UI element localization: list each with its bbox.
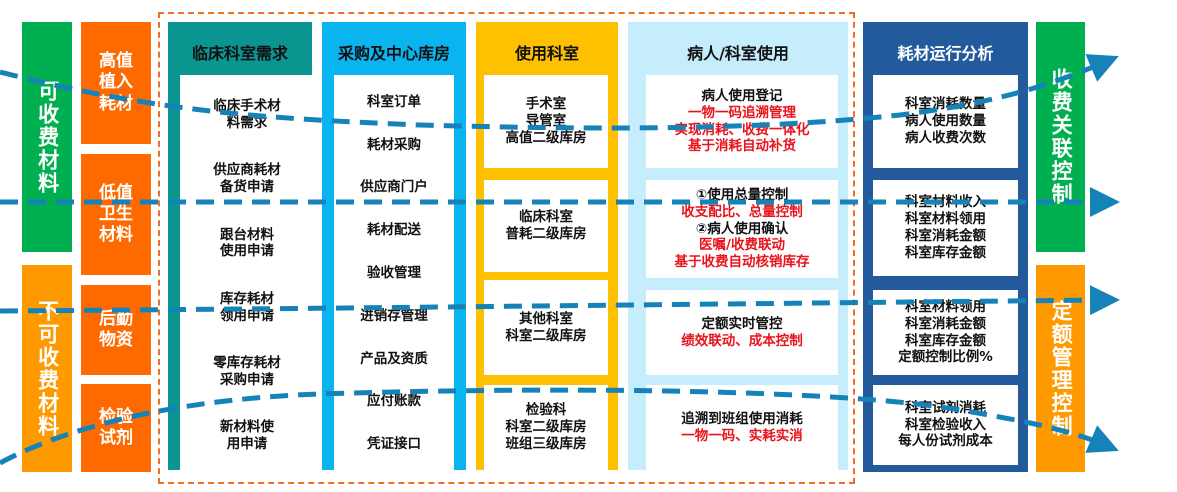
core-dashed-frame xyxy=(158,12,855,484)
box-line: 追溯到班组使用消耗 xyxy=(681,410,803,427)
box-line: 收支配比、总量控制 xyxy=(681,203,803,220)
column-title: 临床科室需求 xyxy=(191,44,288,63)
box-line: 定额实时管控 xyxy=(701,315,783,332)
list-item: 产品及资质 xyxy=(360,350,428,367)
category-low-value: 低值卫生材料 xyxy=(81,154,151,275)
box-line: ①使用总量控制 xyxy=(695,186,789,203)
column-patient: 病人/科室使用 病人使用登记一物一码追溯管理实现消耗、收费一体化基于消耗自动补货… xyxy=(628,22,848,470)
column-title: 采购及中心库房 xyxy=(337,44,450,63)
column-title: 病人/科室使用 xyxy=(687,44,789,63)
box-line: 科室库存金额 xyxy=(905,332,986,349)
list-item: 跟台材料使用申请 xyxy=(220,226,274,260)
column-title: 使用科室 xyxy=(514,44,579,63)
list-item: 临床手术材料需求 xyxy=(213,98,281,132)
dept-box: 临床科室普耗二级库房 xyxy=(484,180,608,272)
list-item: 供应商耗材备货申请 xyxy=(213,162,281,196)
list-item: 应付账款 xyxy=(367,393,421,410)
category-high-value: 高值植入耗材 xyxy=(81,22,151,144)
box-line: 检验科 xyxy=(525,402,567,419)
box-line: 科室消耗数量 xyxy=(905,96,986,113)
box-line: 科室材料收入 xyxy=(905,194,986,211)
box-line: 科室消耗金额 xyxy=(905,228,986,244)
column-title: 耗材运行分析 xyxy=(897,44,994,63)
patient-box: 病人使用登记一物一码追溯管理实现消耗、收费一体化基于消耗自动补货 xyxy=(646,75,838,168)
box-line: 科室材料领用 xyxy=(905,211,986,228)
dept-box: 检验科科室二级库房班组三级库房 xyxy=(484,385,608,470)
flow-line-high-value xyxy=(0,54,1119,131)
box-line: 高值二级库房 xyxy=(505,129,587,146)
dept-box: 其他科室科室二级库房 xyxy=(484,280,608,375)
patient-box: 追溯到班组使用消耗一物一码、实耗实消 xyxy=(646,385,838,470)
group-chargeable: 可收费材料 xyxy=(22,22,72,252)
list-item: 零库存耗材采购申请 xyxy=(213,354,281,388)
analysis-box: 科室材料收入科室材料领用科室消耗金额科室库存金额 xyxy=(873,180,1018,276)
box-line: 医嘱/收费联动 xyxy=(699,237,785,254)
box-line: 绩效联动、成本控制 xyxy=(681,332,803,349)
box-line: 基于消耗自动补货 xyxy=(688,138,796,155)
list-item: 科室订单 xyxy=(367,93,421,110)
clinical-list: 临床手术材料需求 供应商耗材备货申请 跟台材料使用申请 库存耗材领用申请 零库存… xyxy=(180,75,314,476)
column-using-dept: 使用科室 手术室导管室高值二级库房 临床科室普耗二级库房 其他科室科室二级库房 … xyxy=(476,22,618,470)
column-procurement: 采购及中心库房 科室订单 耗材采购 供应商门户 耗材配送 验收管理 进销存管理 … xyxy=(322,22,466,472)
column-analysis: 耗材运行分析 科室消耗数量病人使用数量病人收费次数 科室材料收入科室材料领用科室… xyxy=(863,22,1028,472)
procurement-list: 科室订单 耗材采购 供应商门户 耗材配送 验收管理 进销存管理 产品及资质 应付… xyxy=(334,75,454,472)
list-item: 耗材采购 xyxy=(367,136,421,153)
flow-line-logistics xyxy=(0,285,1120,316)
box-line: 科室消耗金额 xyxy=(905,315,986,332)
box-line: 定额控制比例% xyxy=(898,349,993,366)
box-line: 病人收费次数 xyxy=(905,129,986,146)
box-line: 病人使用数量 xyxy=(905,113,986,130)
list-item: 验收管理 xyxy=(367,265,421,281)
box-line: 班组三级库房 xyxy=(505,435,587,452)
list-item: 耗材配送 xyxy=(367,222,421,239)
box-line: 手术室 xyxy=(525,96,567,113)
analysis-box: 科室消耗数量病人使用数量病人收费次数 xyxy=(873,75,1018,168)
box-line: 临床科室 xyxy=(519,209,573,226)
box-line: 其他科室 xyxy=(519,310,573,327)
box-line: 科室二级库房 xyxy=(505,419,587,436)
box-line: 普耗二级库房 xyxy=(505,226,587,242)
group-charge-control: 收费关联控制 xyxy=(1036,22,1085,252)
box-line: 每人份试剂成本 xyxy=(898,433,993,450)
list-item: 供应商门户 xyxy=(360,179,428,196)
list-item: 进销存管理 xyxy=(360,307,428,324)
box-line: 一物一码、实耗实消 xyxy=(681,427,803,444)
category-logistics: 后勤物资 xyxy=(81,285,151,375)
box-line: 一物一码追溯管理 xyxy=(688,104,796,121)
box-line: 科室二级库房 xyxy=(505,327,587,344)
box-line: ②病人使用确认 xyxy=(695,220,789,237)
box-line: 病人使用登记 xyxy=(701,87,783,104)
list-item: 新材料使用申请 xyxy=(220,418,274,452)
box-line: 科室库存金额 xyxy=(905,244,986,261)
list-item: 凭证接口 xyxy=(367,436,421,453)
box-line: 基于收费自动核销库存 xyxy=(674,254,810,271)
flow-line-reagent xyxy=(0,387,1119,466)
box-line: 科室检验收入 xyxy=(905,416,986,433)
